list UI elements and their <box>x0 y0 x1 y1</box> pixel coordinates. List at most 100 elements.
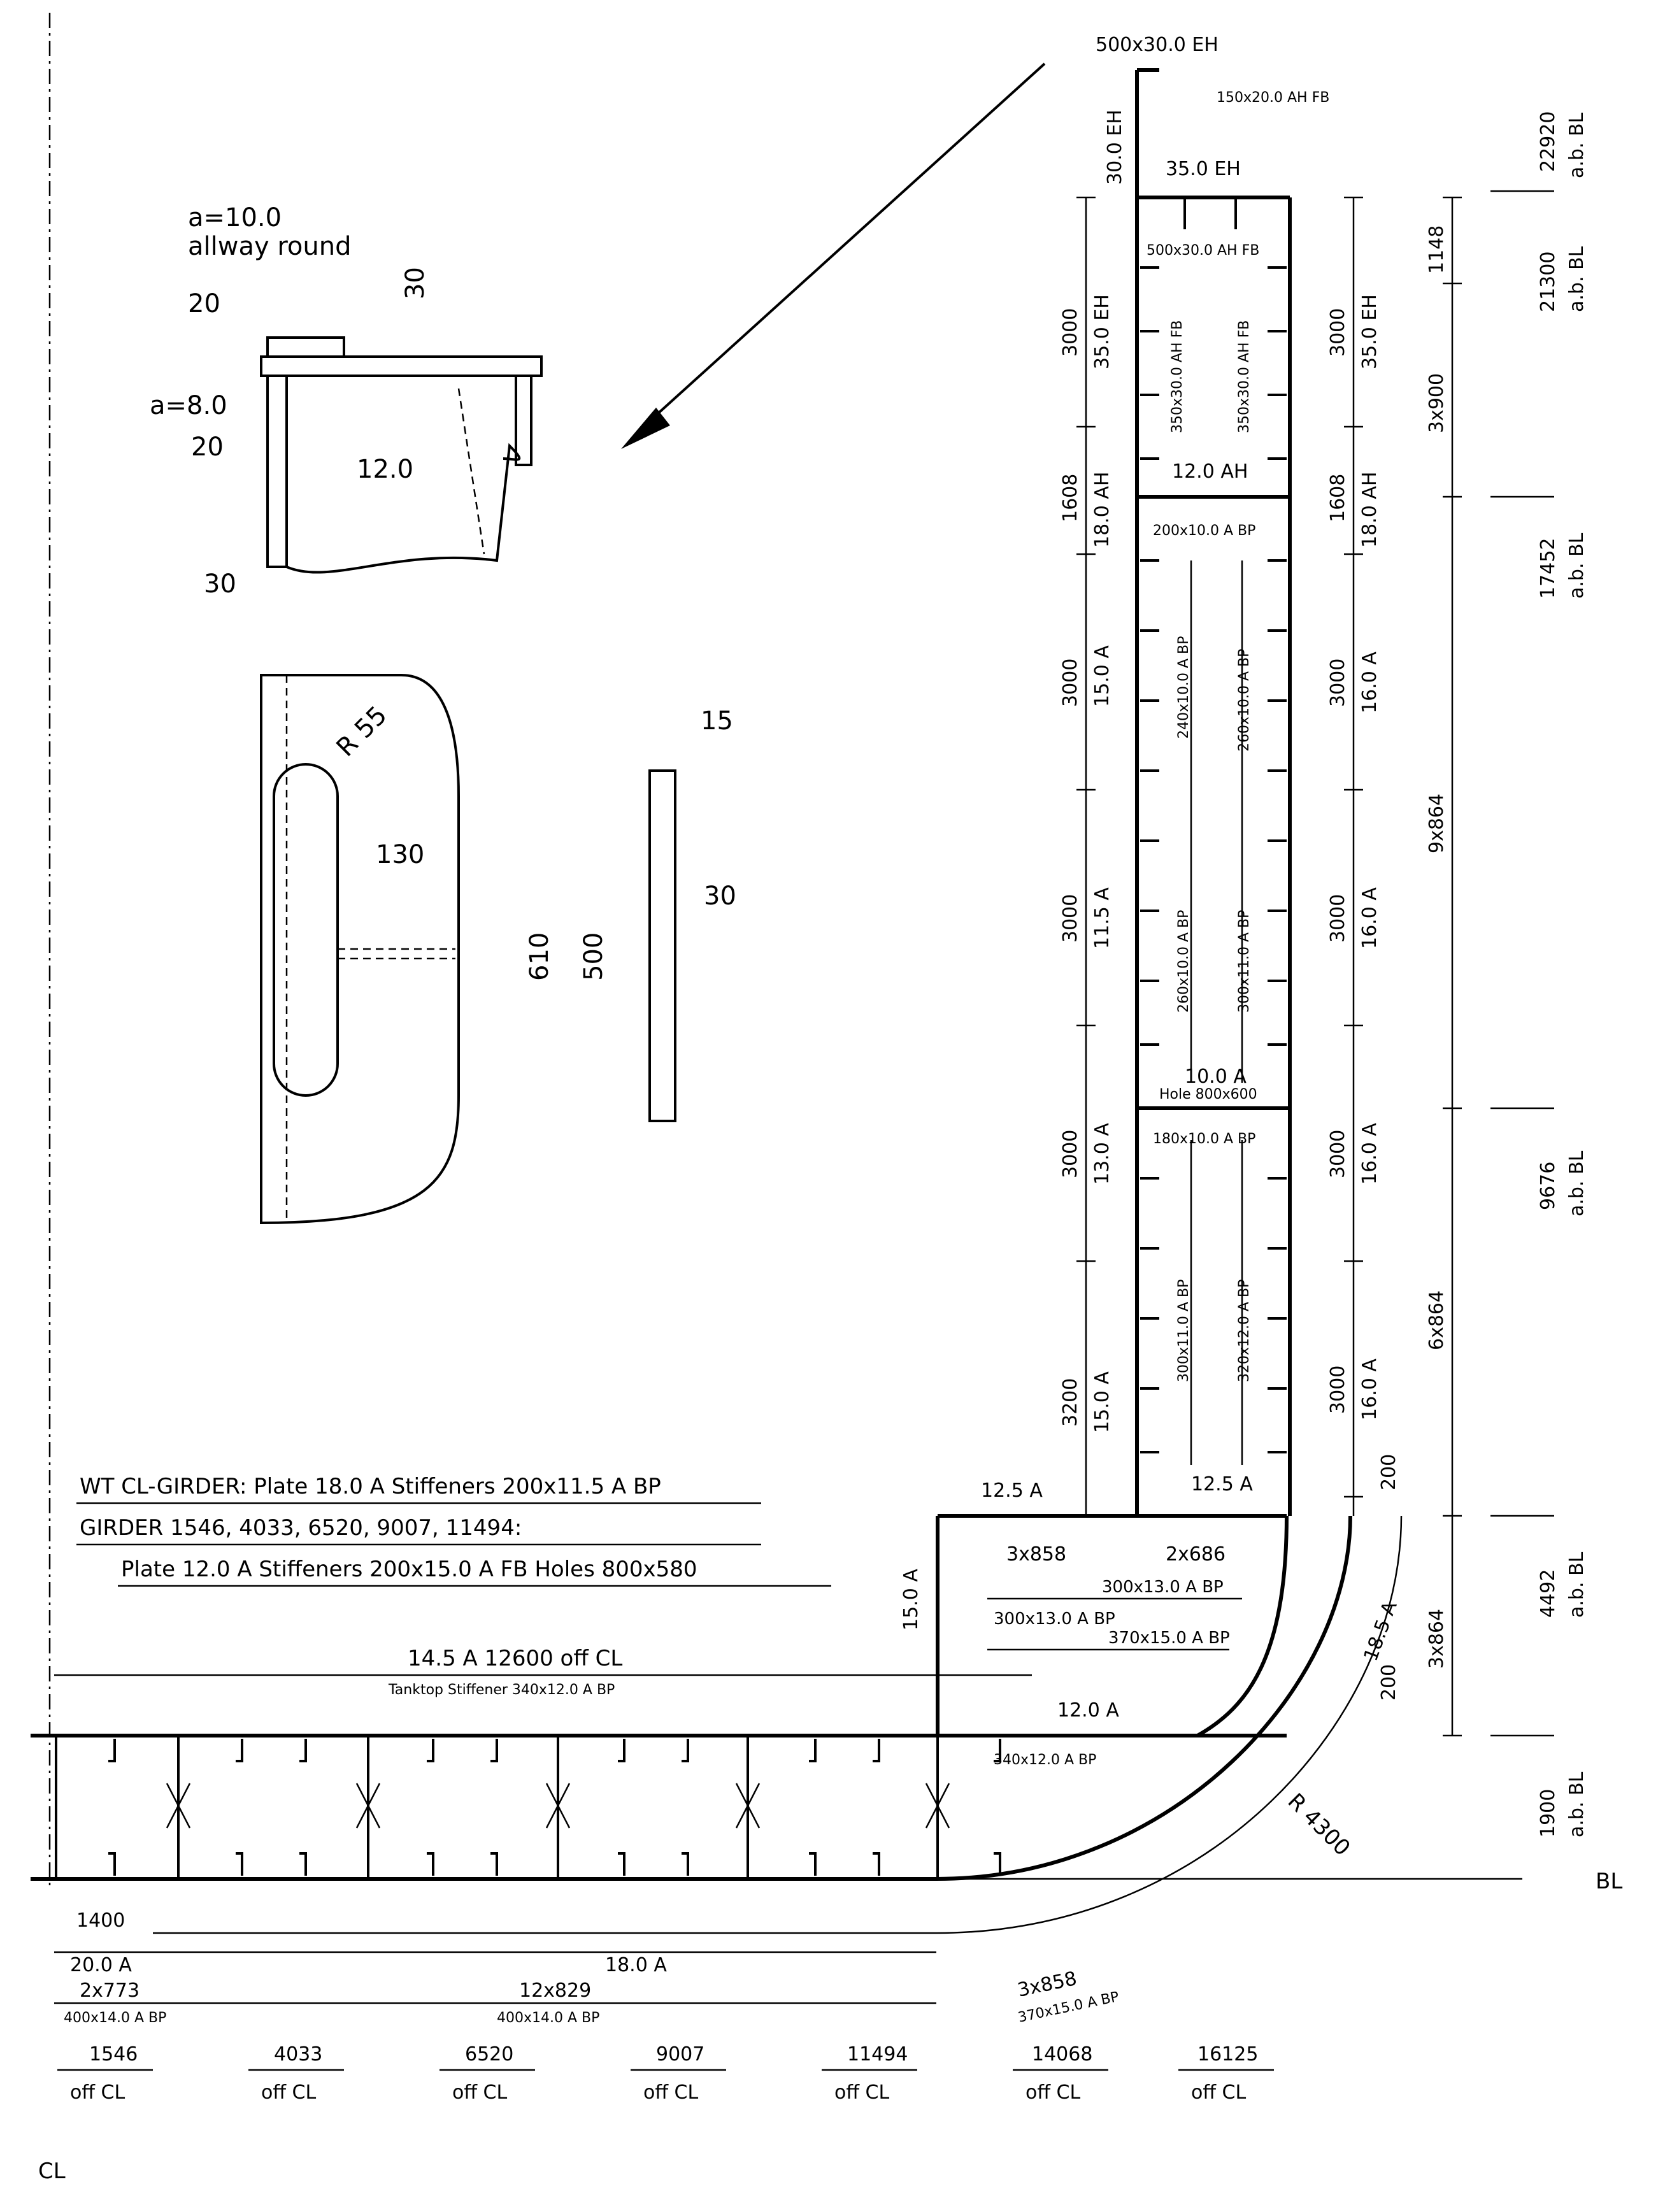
offcl-3: off CL <box>452 2081 508 2104</box>
girder-14068: 14068 <box>1032 2043 1092 2066</box>
dim-3x864: 3x864 <box>1426 1609 1448 1669</box>
web-plate-125a: 12.5 A <box>1191 1473 1253 1495</box>
z-9676: 9676 <box>1537 1162 1559 1210</box>
right-p18ah: 18.0 AH <box>1359 472 1381 548</box>
detail-d30b: 30 <box>204 569 236 599</box>
hopper-plate-125a: 12.5 A <box>981 1480 1043 1502</box>
offcl-6: off CL <box>1025 2081 1081 2104</box>
right-d3000d: 3000 <box>1327 1130 1349 1178</box>
right-p16a: 16.0 A <box>1359 652 1381 713</box>
z-21300: 21300 <box>1537 252 1559 312</box>
tanktop-label: 14.5 A 12600 off CL <box>408 1646 622 1671</box>
right-d3000b: 3000 <box>1327 659 1349 707</box>
offcl-1: off CL <box>70 2081 125 2104</box>
cl-label: CL <box>38 2158 66 2184</box>
girder-4033: 4033 <box>274 2043 322 2066</box>
left-p15a2: 15.0 A <box>1091 1371 1113 1433</box>
dim-9x864: 9x864 <box>1426 794 1448 853</box>
left-p15a: 15.0 A <box>1091 645 1113 707</box>
detail-slot <box>260 674 676 1225</box>
detail-d15: 15 <box>701 706 733 736</box>
web-stiff-320: 320x12.0 A BP <box>1236 1280 1252 1382</box>
note-line-3: Plate 12.0 A Stiffeners 200x15.0 A FB Ho… <box>121 1557 697 1582</box>
z-17452-ab: a.b. BL <box>1566 532 1588 599</box>
deck-plate-label: 500x30.0 EH <box>1096 34 1218 56</box>
web-stiff-260b: 260x10.0 A BP <box>1176 910 1192 1013</box>
bl-label: BL <box>1596 1869 1622 1894</box>
web-stiff-300a: 300x11.0 A BP <box>1236 910 1252 1013</box>
hopper-stiff-300x13-b: 300x13.0 A BP <box>994 1609 1115 1629</box>
detail-weld-a8: a=8.0 <box>150 391 227 420</box>
coaming-plate-label: 30.0 EH <box>1104 110 1126 185</box>
right-dim-ticks <box>1344 196 1363 1498</box>
web-stiff-200x10: 200x10.0 A BP <box>1153 523 1255 539</box>
bottom-d3x858: 3x858 <box>1015 1967 1078 2002</box>
bilge-inner <box>1196 1515 1289 1737</box>
detail-plate-12: 12.0 <box>357 455 413 484</box>
offcl-5: off CL <box>834 2081 890 2104</box>
web-stiff-260a: 260x10.0 A BP <box>1236 649 1252 752</box>
left-d1608: 1608 <box>1059 474 1082 522</box>
right-p35eh: 35.0 EH <box>1359 294 1381 369</box>
detail-weld-round: allway round <box>188 232 351 261</box>
right-d1608: 1608 <box>1327 474 1349 522</box>
z-4492: 4492 <box>1537 1569 1559 1618</box>
right-d200b: 200 <box>1378 1664 1400 1701</box>
deck-stiffener-label: 150x20.0 AH FB <box>1217 90 1329 106</box>
bottom-p20a: 20.0 A <box>70 1954 132 1976</box>
right-p16a2: 16.0 A <box>1359 887 1381 949</box>
right-p16a3: 16.0 A <box>1359 1123 1381 1185</box>
web-stiff-240: 240x10.0 A BP <box>1176 636 1192 739</box>
detail-d30a: 30 <box>401 267 430 299</box>
bottom-s400a: 400x14.0 A BP <box>64 2010 166 2026</box>
detail-weld-a10: a=10.0 <box>188 203 282 232</box>
left-p18ah: 18.0 AH <box>1091 472 1113 548</box>
girder-16125: 16125 <box>1197 2043 1258 2066</box>
left-p35eh: 35.0 EH <box>1091 294 1113 369</box>
hopper-plate-15a: 15.0 A <box>900 1569 922 1630</box>
bilge-radius: R 4300 <box>1283 1788 1355 1861</box>
left-d3200: 3200 <box>1059 1378 1082 1427</box>
z-4492-ab: a.b. BL <box>1566 1552 1588 1618</box>
bottom-d1400: 1400 <box>76 1909 125 1932</box>
bilge-shell <box>936 1515 1352 1881</box>
tanktop-stiffeners <box>108 1739 1001 1876</box>
double-bottom-girders <box>55 1736 950 1879</box>
bilge-dim-arc <box>153 1515 1403 1934</box>
right-p16a4: 16.0 A <box>1359 1359 1381 1420</box>
z-9676-ab: a.b. BL <box>1566 1150 1588 1217</box>
left-dim-ticks <box>1076 196 1096 1517</box>
offcl-4: off CL <box>643 2081 699 2104</box>
height-above-bl <box>1490 190 1554 1737</box>
right-d3000a: 3000 <box>1327 308 1349 357</box>
web-inner-dims <box>1190 560 1243 1465</box>
detail-pointer-arrow <box>642 62 1046 428</box>
hopper-stiff-300x13-a: 300x13.0 A BP <box>1102 1578 1224 1597</box>
z-21300-ab: a.b. BL <box>1566 246 1588 312</box>
hopper-dim-2x686: 2x686 <box>1166 1543 1226 1566</box>
tanktop-stiffener: Tanktop Stiffener 340x12.0 A BP <box>388 1682 615 1698</box>
z-17452: 17452 <box>1537 538 1559 599</box>
detail-r55: R 55 <box>331 701 393 762</box>
detail-d130: 130 <box>376 840 424 869</box>
girder-6520: 6520 <box>465 2043 513 2066</box>
tanktop-plate-12a: 12.0 A <box>1057 1699 1119 1722</box>
girder-9007: 9007 <box>656 2043 704 2066</box>
bottom-d12x829: 12x829 <box>519 1980 591 2002</box>
web-hole-label: Hole 800x600 <box>1159 1087 1257 1102</box>
detail-d500: 500 <box>579 932 608 981</box>
dim-1148: 1148 <box>1426 225 1448 274</box>
hopper-stiff-370x15: 370x15.0 A BP <box>1108 1629 1230 1648</box>
bottom-d2x773: 2x773 <box>80 1980 139 2002</box>
detail-bracket <box>260 336 543 574</box>
note-line-1: WT CL-GIRDER: Plate 18.0 A Stiffeners 20… <box>80 1474 661 1499</box>
detail-d20a: 20 <box>188 289 220 318</box>
web-stiff-500x30: 500x30.0 AH FB <box>1147 243 1259 259</box>
offcl-7: off CL <box>1191 2081 1247 2104</box>
dim-6x864: 6x864 <box>1426 1290 1448 1350</box>
web-stiff-350b: 350x30.0 AH FB <box>1236 320 1252 433</box>
left-d3000c: 3000 <box>1059 894 1082 943</box>
side-stiffeners <box>1140 197 1287 1453</box>
note-line-2: GIRDER 1546, 4033, 6520, 9007, 11494: <box>80 1515 522 1541</box>
